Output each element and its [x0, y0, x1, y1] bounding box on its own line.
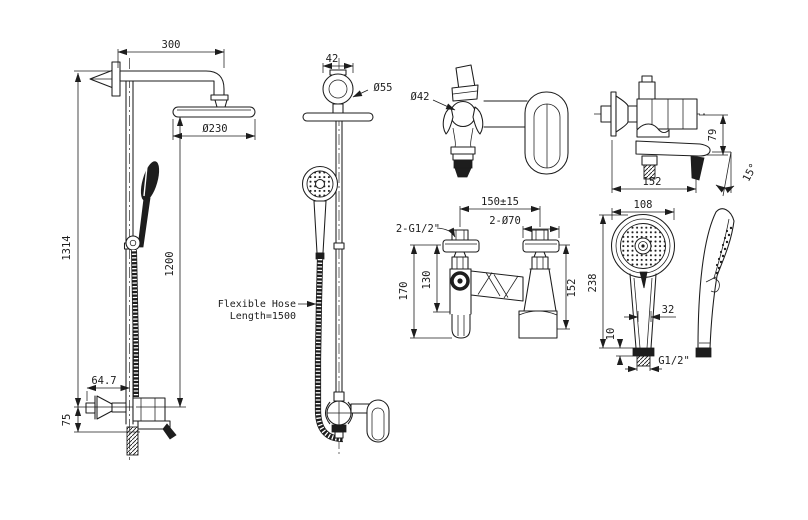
hand-shower-head: [610, 213, 676, 279]
mixer-lever-handle: [483, 91, 569, 175]
dims-mixer-lever: Ø42: [411, 91, 456, 111]
view-hand-shower-side: [695, 208, 735, 358]
dim-head-diameter: Ø230: [202, 123, 227, 135]
mixer-valve-side-small: [324, 391, 390, 443]
dim-arm-length: 300: [162, 39, 181, 51]
view-mixer-side-lever: Ø42: [411, 64, 569, 178]
riser-pipe-side: [333, 120, 345, 393]
hand-shower-on-bar: [125, 161, 160, 251]
dim-cartridge-diameter: Ø42: [411, 91, 430, 103]
wall-flange-side: [322, 69, 354, 114]
hand-shower-face: [301, 165, 339, 260]
overhead-shower-head: [172, 106, 256, 118]
dims-mixer-front: 150±15 2-Ø70 2-G1/2" 170 130 152: [396, 196, 578, 339]
dim-spout-angle: 15°: [741, 161, 761, 183]
dim-body-width: 152: [643, 176, 662, 188]
dim-hand-thread: G1/2": [658, 355, 690, 367]
dim-bracket-width: 42: [326, 53, 339, 65]
view-hand-shower-front: 108 238 32 10 G1/2": [587, 199, 690, 373]
mixer-front-body: [449, 268, 558, 339]
dim-height-right: 152: [566, 279, 578, 298]
dim-height-overall: 170: [398, 282, 410, 301]
dims-hand-shower: 108 238 32 10 G1/2": [587, 199, 690, 373]
dim-height-body: 130: [421, 271, 433, 290]
dim-overall-length: 238: [587, 274, 599, 293]
mixer-lever-body: [442, 64, 484, 178]
dims-front-view: 300 Ø230 1314 1200 64.7 75: [61, 39, 256, 433]
dim-spout-drop: 75: [61, 414, 73, 427]
dim-body-height: 79: [707, 129, 719, 142]
dims-side-view: 42 Ø55 Flexible Hose Length=1500: [218, 53, 393, 322]
dim-wall-flange-diameter: Ø55: [374, 82, 393, 94]
dim-grip-width: 32: [662, 304, 675, 316]
dim-total-height: 1314: [61, 235, 73, 260]
dim-inlet-spacing: 150±15: [481, 196, 519, 208]
dim-slide-bar-height: 1200: [164, 251, 176, 276]
view-shower-column-front: 300 Ø230 1314 1200 64.7 75: [61, 39, 256, 460]
hand-shower-connector: [695, 347, 712, 358]
dim-valve-offset: 64.7: [91, 375, 116, 387]
dim-collar-height: 10: [605, 328, 617, 341]
view-shower-column-side: 42 Ø55 Flexible Hose Length=1500: [218, 53, 393, 456]
mixer-valve-front-small: [85, 395, 177, 456]
mixer-front-left-inlet: [442, 229, 480, 270]
dim-hand-head-diameter: 108: [634, 199, 653, 211]
hand-shower-grip: [629, 271, 657, 367]
flexible-hose-front: [131, 249, 139, 397]
view-mixer-side-wall: 79 15° 152: [594, 75, 761, 197]
note-flexible-hose-line1: Flexible Hose: [218, 299, 296, 310]
dims-mixer-wall: 79 15° 152: [611, 114, 761, 197]
mixer-wall-body: [600, 75, 711, 181]
shower-arm: [119, 70, 229, 108]
note-flexible-hose-line2: Length=1500: [230, 311, 296, 322]
spray-face-dots: [715, 226, 733, 275]
mixer-front-right-inlet: [522, 229, 560, 270]
view-mixer-front: 150±15 2-Ø70 2-G1/2" 170 130 152: [396, 196, 578, 339]
dim-inlet-thread: 2-G1/2": [396, 223, 440, 235]
dim-flange-diameter: 2-Ø70: [489, 215, 521, 227]
wall-bracket: [89, 61, 121, 97]
shower-head-edge: [302, 112, 374, 122]
